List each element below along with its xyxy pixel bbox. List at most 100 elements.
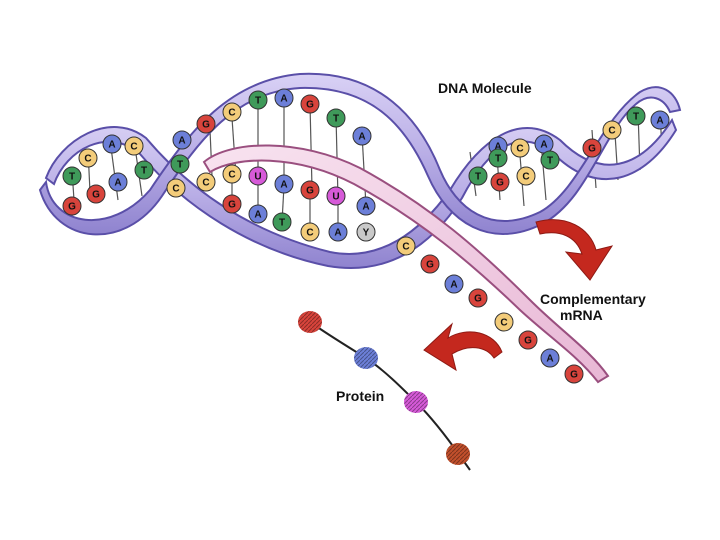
svg-text:C: C: [608, 126, 615, 137]
svg-text:G: G: [426, 260, 434, 271]
svg-text:G: G: [524, 336, 532, 347]
base-right-loop-1: T: [488, 148, 508, 168]
base-left-loop-8: A: [172, 130, 192, 150]
base-mrna-tail-4: C: [494, 312, 514, 332]
base-left-loop-5: A: [108, 172, 128, 192]
svg-text:T: T: [333, 114, 339, 125]
base-upper-strand-4: G: [300, 94, 320, 114]
svg-text:G: G: [202, 120, 210, 131]
arrow-to-protein: [423, 322, 503, 372]
svg-text:A: A: [108, 140, 115, 151]
svg-text:T: T: [69, 172, 75, 183]
base-upper-strand-2: T: [248, 90, 268, 110]
base-right-loop-6: C: [516, 166, 536, 186]
base-template-row-2: U: [248, 166, 268, 186]
svg-text:U: U: [332, 192, 339, 203]
svg-text:G: G: [68, 202, 76, 213]
base-left-loop-4: G: [86, 184, 106, 204]
svg-text:A: A: [178, 136, 185, 147]
svg-text:T: T: [255, 96, 261, 107]
base-right-loop-4: T: [468, 166, 488, 186]
base-left-loop-6: T: [134, 160, 154, 180]
svg-text:A: A: [254, 210, 261, 221]
base-template-row-7: G: [222, 194, 242, 214]
base-right-loop-3: A: [534, 134, 554, 154]
base-right-loop-8: G: [582, 138, 602, 158]
svg-text:G: G: [228, 200, 236, 211]
base-template-row-0: C: [196, 172, 216, 192]
svg-text:G: G: [306, 100, 314, 111]
arrow-to-mrna: [535, 219, 614, 281]
amino-acid-1: [298, 311, 322, 333]
complementary-mrna-label: Complementary mRNA: [540, 291, 646, 323]
svg-text:C: C: [228, 170, 235, 181]
base-upper-strand-1: C: [222, 102, 242, 122]
protein-label: Protein: [336, 388, 385, 404]
dna-front-strand: [38, 72, 682, 236]
base-template-row-8: A: [248, 204, 268, 224]
amino-acid-4: [446, 443, 470, 465]
mrna-label-line2: mRNA: [560, 307, 603, 323]
svg-text:C: C: [500, 318, 507, 329]
base-mrna-tail-6: A: [540, 348, 560, 368]
base-upper-strand-5: T: [326, 108, 346, 128]
svg-text:C: C: [130, 142, 137, 153]
svg-text:T: T: [633, 112, 639, 123]
protein-chain: [298, 311, 471, 471]
amino-acid-3: [404, 391, 428, 413]
svg-text:A: A: [656, 116, 663, 127]
svg-text:G: G: [92, 190, 100, 201]
base-template-row-10: C: [300, 222, 320, 242]
base-template-row-5: U: [326, 186, 346, 206]
base-mrna-tail-1: G: [420, 254, 440, 274]
base-mrna-tail-5: G: [518, 330, 538, 350]
svg-text:A: A: [494, 142, 501, 153]
base-template-row-11: A: [328, 222, 348, 242]
base-template-row-6: A: [356, 196, 376, 216]
svg-text:A: A: [540, 140, 547, 151]
svg-text:A: A: [358, 132, 365, 143]
base-left-loop-9: T: [170, 154, 190, 174]
svg-text:C: C: [172, 184, 179, 195]
svg-text:C: C: [402, 242, 409, 253]
svg-text:U: U: [254, 172, 261, 183]
base-left-loop-10: C: [166, 178, 186, 198]
svg-text:C: C: [228, 108, 235, 119]
base-mrna-tail-7: G: [564, 364, 584, 384]
svg-text:C: C: [84, 154, 91, 165]
svg-text:G: G: [570, 370, 578, 381]
base-left-loop-2: C: [124, 136, 144, 156]
dna-molecule-label: DNA Molecule: [438, 80, 532, 96]
svg-text:A: A: [546, 354, 553, 365]
svg-text:G: G: [496, 178, 504, 189]
svg-text:Y: Y: [363, 228, 370, 239]
base-upper-strand-0: G: [196, 114, 216, 134]
mrna-strand: [202, 144, 610, 384]
base-template-row-12: Y: [356, 222, 376, 242]
svg-text:T: T: [279, 218, 285, 229]
base-right-loop-9: C: [602, 120, 622, 140]
svg-text:G: G: [588, 144, 596, 155]
base-template-row-9: T: [272, 212, 292, 232]
base-template-row-4: G: [300, 180, 320, 200]
svg-text:G: G: [306, 186, 314, 197]
base-left-loop-1: C: [78, 148, 98, 168]
base-mrna-tail-2: A: [444, 274, 464, 294]
base-right-loop-2: C: [510, 138, 530, 158]
svg-text:C: C: [202, 178, 209, 189]
base-mrna-tail-3: G: [468, 288, 488, 308]
svg-text:A: A: [280, 180, 287, 191]
base-right-loop-5: G: [490, 172, 510, 192]
base-template-row-3: A: [274, 174, 294, 194]
svg-text:C: C: [306, 228, 313, 239]
svg-text:A: A: [362, 202, 369, 213]
svg-text:A: A: [450, 280, 457, 291]
base-left-loop-3: T: [62, 166, 82, 186]
base-right-loop-10: T: [626, 106, 646, 126]
svg-text:C: C: [522, 172, 529, 183]
svg-text:T: T: [475, 172, 481, 183]
svg-text:T: T: [547, 156, 553, 167]
svg-text:T: T: [495, 154, 501, 165]
